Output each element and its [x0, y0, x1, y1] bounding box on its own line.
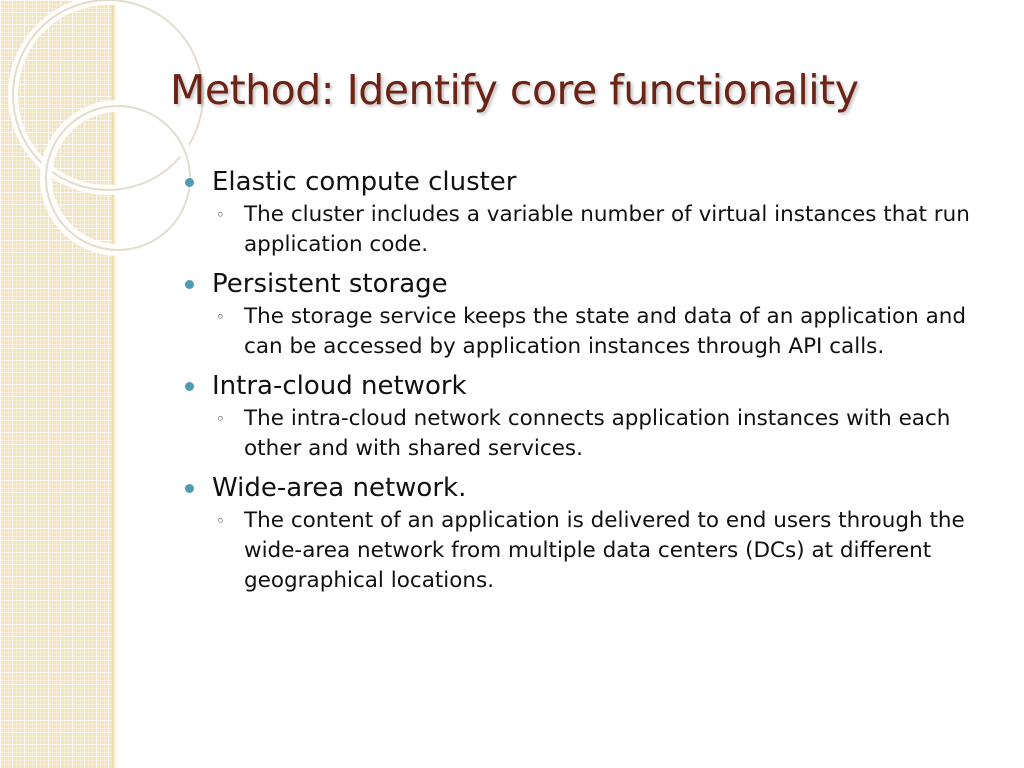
bullet-detail-text: The intra-cloud network connects applica…: [244, 406, 951, 461]
list-item: Elastic compute cluster ◦ The cluster in…: [182, 164, 1002, 260]
bullet-heading: Persistent storage: [182, 266, 1002, 302]
list-item: Intra-cloud network ◦ The intra-cloud ne…: [182, 368, 1002, 464]
bullet-heading-text: Elastic compute cluster: [212, 167, 517, 197]
decorative-grid-strip: [0, 0, 112, 768]
sub-bullet-circle-icon: ◦: [216, 308, 225, 326]
bullet-list: Elastic compute cluster ◦ The cluster in…: [182, 164, 1002, 602]
sub-bullet-circle-icon: ◦: [216, 512, 225, 530]
slide-title: Method: Identify core functionality: [170, 66, 859, 114]
bullet-heading: Wide-area network.: [182, 470, 1002, 506]
bullet-detail-text: The content of an application is deliver…: [244, 508, 965, 593]
bullet-detail: ◦ The intra-cloud network connects appli…: [216, 404, 1004, 464]
bullet-detail-text: The storage service keeps the state and …: [244, 304, 967, 359]
list-item: Persistent storage ◦ The storage service…: [182, 266, 1002, 362]
bullet-heading: Elastic compute cluster: [182, 164, 1002, 200]
sub-bullet-circle-icon: ◦: [216, 410, 225, 428]
strip-edge-shadow: [112, 0, 118, 768]
bullet-detail-text: The cluster includes a variable number o…: [244, 202, 970, 257]
bullet-detail: ◦ The storage service keeps the state an…: [216, 302, 1004, 362]
bullet-dot-icon: [185, 178, 194, 187]
list-item: Wide-area network. ◦ The content of an a…: [182, 470, 1002, 596]
bullet-dot-icon: [185, 484, 194, 493]
bullet-detail: ◦ The cluster includes a variable number…: [216, 200, 1004, 260]
sub-bullet-circle-icon: ◦: [216, 206, 225, 224]
bullet-detail: ◦ The content of an application is deliv…: [216, 506, 1004, 596]
bullet-heading: Intra-cloud network: [182, 368, 1002, 404]
bullet-heading-text: Wide-area network.: [212, 473, 467, 503]
bullet-heading-text: Intra-cloud network: [212, 371, 467, 401]
bullet-dot-icon: [185, 382, 194, 391]
bullet-heading-text: Persistent storage: [212, 269, 448, 299]
bullet-dot-icon: [185, 280, 194, 289]
